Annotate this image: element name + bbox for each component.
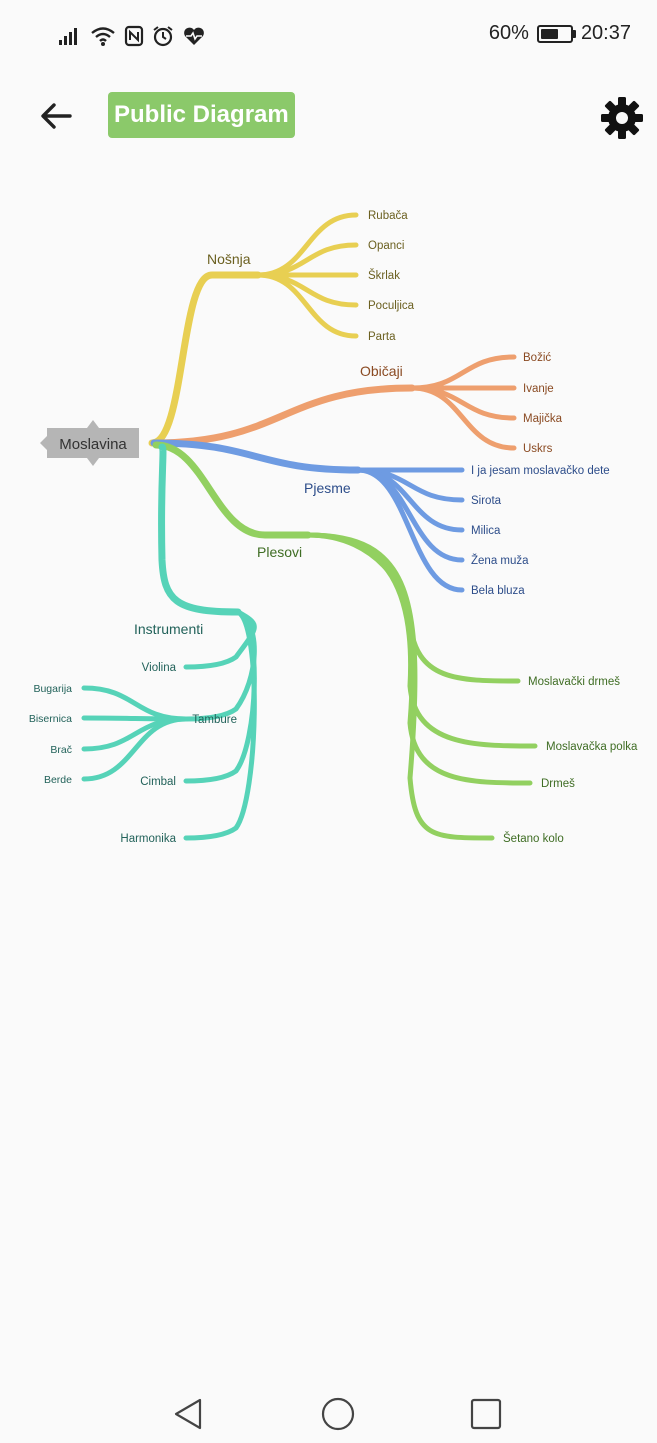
page-title: Public Diagram xyxy=(108,92,295,138)
branch-0-leaf[interactable]: Poculjica xyxy=(368,300,415,312)
branch-1-leaf[interactable]: Ivanje xyxy=(523,383,554,395)
branch-3-edge xyxy=(305,532,495,841)
system-nav-bar xyxy=(0,1380,657,1443)
branch-0-leaf[interactable]: Opanci xyxy=(368,240,404,252)
branch-1-leaf[interactable]: Uskrs xyxy=(523,443,553,455)
tambure-leaf[interactable]: Berde xyxy=(44,774,72,786)
branch-2-leaf[interactable]: Milica xyxy=(471,525,501,537)
branch-3-leaf[interactable]: Drmeš xyxy=(541,778,575,790)
battery-level xyxy=(540,28,558,39)
wifi-icon xyxy=(91,27,115,46)
branch-1-leaf[interactable]: Majička xyxy=(523,413,563,425)
back-button[interactable] xyxy=(36,96,76,136)
branch-1-trunk xyxy=(150,384,416,447)
branch-3-leaf[interactable]: Moslavačka polka xyxy=(546,741,638,753)
instrument-label[interactable]: Violina xyxy=(142,662,177,674)
branch-4-trunk xyxy=(158,443,242,616)
branch-3-trunk xyxy=(152,441,312,539)
branch-2-trunk xyxy=(150,439,362,474)
branch-0-edge xyxy=(255,272,359,339)
arrow-left-icon xyxy=(41,103,72,129)
branch-0-leaf[interactable]: Škrlak xyxy=(368,269,400,282)
alarm-icon xyxy=(153,26,173,47)
branch-3-leaf[interactable]: Šetano kolo xyxy=(503,832,564,845)
branch-2-label[interactable]: Pjesme xyxy=(304,480,351,496)
nav-home-button[interactable] xyxy=(320,1396,356,1432)
nav-recents-button[interactable] xyxy=(468,1396,504,1432)
branch-2-leaf[interactable]: Sirota xyxy=(471,495,502,507)
circle-home-icon xyxy=(321,1397,355,1431)
nav-back-button[interactable] xyxy=(170,1396,206,1432)
health-heart-icon xyxy=(184,27,204,45)
instrument-label[interactable]: Cimbal xyxy=(140,776,176,788)
gear-icon xyxy=(601,97,643,139)
branch-2-edge xyxy=(355,467,465,593)
mind-map[interactable]: Nošnja RubačaOpanciŠkrlakPoculjicaPartaOb… xyxy=(0,180,657,880)
tambure-leaf[interactable]: Brač xyxy=(50,744,72,756)
tambure-leaf[interactable]: Bugarija xyxy=(33,683,72,695)
battery-icon xyxy=(536,24,576,43)
root-node[interactable] xyxy=(47,428,139,458)
instrument-label[interactable]: Harmonika xyxy=(120,833,176,845)
battery-percent: 60% xyxy=(488,22,529,44)
branch-0-trunk xyxy=(148,271,262,447)
triangle-back-icon xyxy=(174,1398,202,1430)
branch-2-leaf[interactable]: I ja jesam moslavačko dete xyxy=(471,465,610,477)
root-node-label[interactable]: Moslavina xyxy=(59,436,127,453)
branch-3-label[interactable]: Plesovi xyxy=(257,544,302,560)
tambure-edge xyxy=(81,685,189,722)
settings-button[interactable] xyxy=(598,94,646,142)
branch-1-edge xyxy=(409,385,517,451)
branch-2-leaf[interactable]: Žena muža xyxy=(471,554,529,567)
clock: 20:37 xyxy=(580,22,631,44)
branch-0-leaf[interactable]: Rubača xyxy=(368,210,408,222)
branch-0-leaf[interactable]: Parta xyxy=(368,331,396,343)
branch-1-leaf[interactable]: Božić xyxy=(523,352,551,364)
tambure-leaf[interactable]: Bisernica xyxy=(29,713,72,725)
branch-0-label[interactable]: Nošnja xyxy=(207,251,251,267)
instrument-label[interactable]: Tambure xyxy=(192,714,237,726)
instrument-edge xyxy=(183,609,257,670)
root-node-arrows xyxy=(40,420,99,466)
tambure-edge xyxy=(81,716,189,782)
branch-1-edge xyxy=(409,354,517,391)
branch-3-leaf[interactable]: Moslavački drmeš xyxy=(528,676,620,688)
branch-1-label[interactable]: Običaji xyxy=(360,363,403,379)
instrument-edge xyxy=(183,609,257,841)
square-recents-icon xyxy=(470,1398,502,1430)
status-icons xyxy=(58,24,206,48)
branch-2-leaf[interactable]: Bela bluza xyxy=(471,585,525,597)
nfc-icon xyxy=(124,25,144,47)
status-bar: 60% 20:37 xyxy=(0,0,657,70)
status-right: 60% 20:37 xyxy=(489,22,631,45)
app-bar: Public Diagram xyxy=(0,80,657,150)
branch-4-label[interactable]: Instrumenti xyxy=(134,621,203,637)
signal-icon xyxy=(59,28,77,45)
